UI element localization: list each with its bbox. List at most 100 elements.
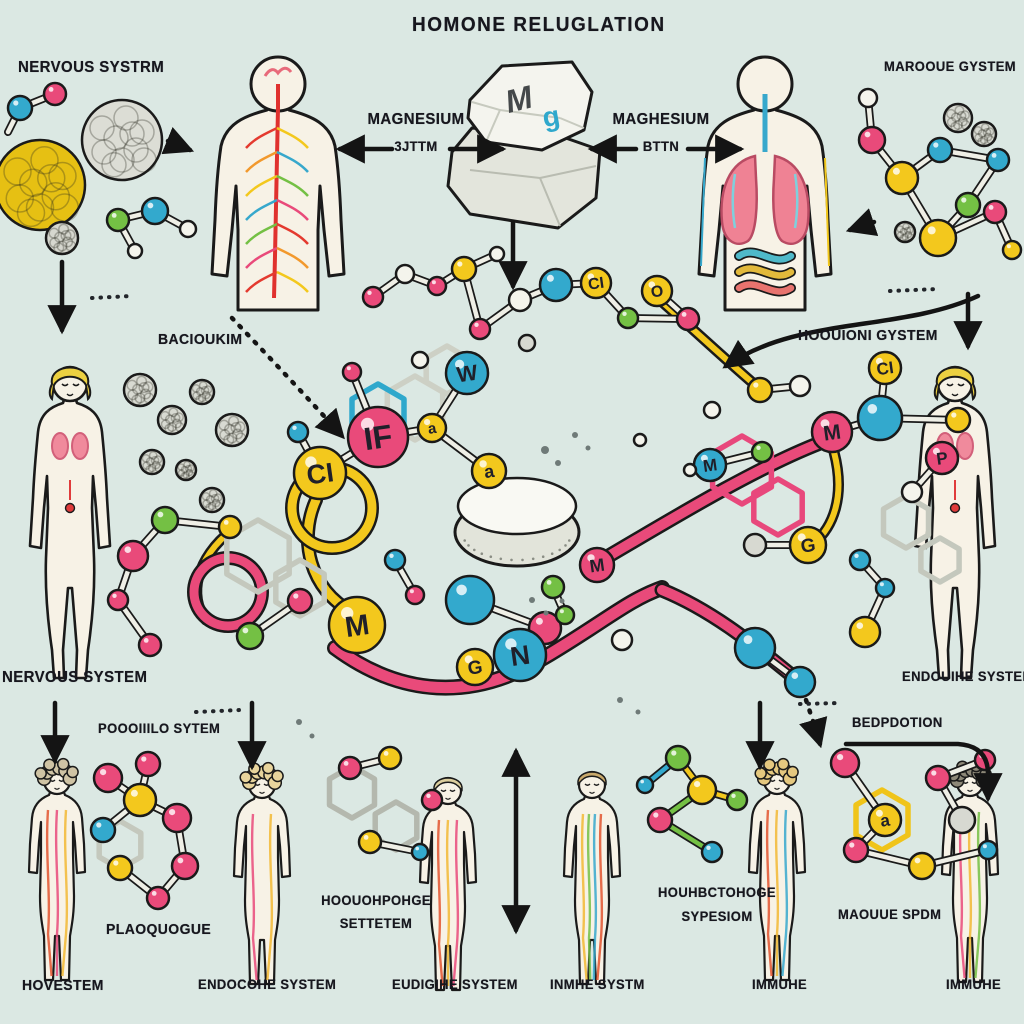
molecule-hex-ring bbox=[326, 763, 378, 821]
human-figure-small bbox=[27, 757, 87, 982]
molecule-ball bbox=[702, 400, 722, 420]
human-figure-torso bbox=[697, 55, 833, 312]
sparkle-dot bbox=[585, 445, 591, 451]
textured-molecule-cluster bbox=[942, 102, 974, 134]
dotted-guide bbox=[194, 708, 242, 714]
label-magnesium-left-sub: 3JTTM bbox=[394, 138, 438, 155]
molecule-ball-labeled: CI bbox=[292, 445, 348, 501]
molecule-ball bbox=[404, 584, 426, 606]
molecule-ball bbox=[1001, 239, 1023, 261]
molecule-ball-labeled: CI bbox=[867, 350, 903, 386]
textured-molecule-cluster bbox=[122, 372, 158, 408]
molecule-hex-ring bbox=[918, 535, 962, 585]
molecule-ball bbox=[105, 207, 131, 233]
molecule-ball bbox=[178, 219, 198, 239]
molecule-ball bbox=[410, 842, 430, 862]
svg-text:M: M bbox=[588, 555, 606, 577]
human-figure-woman bbox=[28, 365, 112, 680]
label-magnesium-right: MAGHESIUM bbox=[612, 110, 710, 129]
sparkle-dot bbox=[543, 610, 549, 616]
label-inmhe-systm: INMHE SYSTM bbox=[550, 976, 645, 993]
textured-molecule-cluster bbox=[0, 138, 87, 232]
molecule-ball bbox=[856, 394, 904, 442]
molecule-hex-ring bbox=[273, 557, 327, 619]
label-nervous-system-left: NERVOUS SYSTEM bbox=[2, 668, 148, 687]
molecule-ball bbox=[635, 775, 655, 795]
molecule-ball bbox=[161, 802, 193, 834]
svg-text:W: W bbox=[455, 360, 479, 388]
molecule-ball bbox=[89, 816, 117, 844]
svg-text:CI: CI bbox=[587, 275, 605, 294]
molecule-ball bbox=[410, 350, 430, 370]
molecule-ball-labeled: O bbox=[640, 274, 674, 308]
svg-text:G: G bbox=[466, 657, 484, 680]
sparkle-dot bbox=[635, 709, 641, 715]
molecule-ball bbox=[468, 317, 492, 341]
molecule-ball bbox=[616, 306, 640, 330]
label-settetem: SETTETEM bbox=[339, 915, 413, 932]
molecule-ball bbox=[116, 539, 150, 573]
molecule-ball bbox=[383, 548, 407, 572]
molecule-ball bbox=[725, 788, 749, 812]
svg-text:a: a bbox=[427, 420, 438, 438]
textured-molecule-cluster bbox=[214, 412, 250, 448]
sparkle-dot bbox=[296, 719, 302, 725]
label-hoouohpohge: HOOUOHPOHGE bbox=[321, 892, 431, 909]
molecule-ball bbox=[733, 626, 777, 670]
molecule-ball-labeled: IF bbox=[346, 405, 410, 469]
molecule-ball bbox=[874, 577, 896, 599]
flow-arrow bbox=[161, 127, 195, 155]
human-figure-small bbox=[747, 757, 807, 982]
flow-arrow bbox=[229, 315, 345, 440]
molecule-ball bbox=[900, 480, 924, 504]
textured-molecule-cluster bbox=[44, 220, 80, 256]
label-immuhe-2: IMMUHE bbox=[946, 976, 1002, 993]
molecule-ball bbox=[488, 245, 506, 263]
molecule-ball-labeled: G bbox=[455, 647, 495, 687]
molecule-ball bbox=[977, 839, 999, 861]
textured-molecule-cluster bbox=[138, 448, 166, 476]
molecule-ball bbox=[918, 218, 958, 258]
molecule-ball bbox=[857, 87, 879, 109]
label-sypesiom: SYPESIOM bbox=[681, 908, 753, 925]
label-magnesium-left: MAGNESIUM bbox=[367, 110, 465, 129]
molecule-ball bbox=[746, 376, 774, 404]
svg-text:P: P bbox=[935, 448, 949, 468]
molecule-hex-ring bbox=[853, 787, 911, 853]
sparkle-dot bbox=[559, 598, 565, 604]
label-bacioukim: BACIOUKIM bbox=[158, 330, 243, 348]
molecule-ball-labeled: a bbox=[470, 452, 508, 490]
molecule-ball-labeled: P bbox=[924, 440, 960, 476]
molecule-ball bbox=[337, 755, 363, 781]
label-endocohe-system: ENDOCOHE SYSTEM bbox=[198, 976, 337, 993]
molecule-ball bbox=[686, 774, 718, 806]
magnesium-tablet-disc bbox=[453, 476, 581, 568]
molecule-ball bbox=[217, 514, 243, 540]
molecule-ball bbox=[450, 255, 478, 283]
dotted-guide bbox=[798, 701, 842, 706]
molecule-ball bbox=[829, 747, 861, 779]
molecule-ball bbox=[954, 191, 982, 219]
molecule-ball bbox=[357, 829, 383, 855]
molecule-ball bbox=[286, 587, 314, 615]
molecule-ball bbox=[106, 588, 130, 612]
molecule-ball bbox=[926, 136, 954, 164]
molecule-ball bbox=[788, 374, 812, 398]
molecule-ball bbox=[540, 574, 566, 600]
molecule-ball bbox=[377, 745, 403, 771]
molecule-ball-labeled: M bbox=[692, 447, 728, 483]
human-figure-small bbox=[232, 761, 292, 986]
molecule-ball bbox=[394, 263, 416, 285]
molecule-ball bbox=[750, 440, 774, 464]
label-poooiiilo-sytem: POOOIIILO SYTEM bbox=[98, 720, 221, 737]
molecule-ball bbox=[122, 782, 158, 818]
molecule-ball bbox=[92, 762, 124, 794]
label-bedpdotion: BEDPDOTION bbox=[852, 714, 943, 731]
molecule-ball bbox=[106, 854, 134, 882]
molecule-ball-labeled: W bbox=[444, 350, 490, 396]
molecule-ball bbox=[538, 267, 574, 303]
label-houhbctohoge: HOUHBCTOHOGE bbox=[658, 884, 776, 901]
label-eudigihe-system: EUDIGIHE SYSTEM bbox=[392, 976, 518, 993]
